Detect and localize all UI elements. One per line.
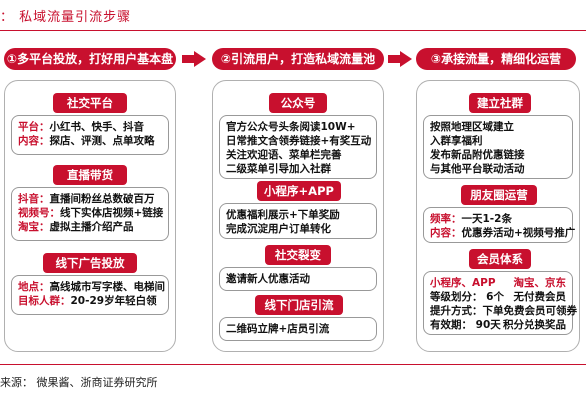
box-offline-store: 二维码立牌+店员引流 [219,317,377,341]
label-douyin: 抖音： [18,193,50,205]
box-social-platform: 平台：小红书、快手、抖音 内容：探店、评测、点单攻略 [11,115,169,155]
membership-row-1-left: 等级划分： 6个 [430,291,504,303]
pill-community: 建立社群 [469,93,531,113]
pill-membership: 会员体系 [469,249,531,269]
arrow-right-icon [388,51,412,67]
community-line-2: 入群享福利 [430,135,483,147]
pill-social-platform: 社交平台 [53,93,127,113]
value-target-audience: 20-29岁年轻白领 [70,295,157,307]
panel-refined-operation: 建立社群 按照地理区域建立 入群享福利 发布新品附优惠链接 与其他平台联动活动 … [416,80,580,352]
membership-row-3-left: 有效期： 90天 [430,319,501,331]
community-line-4: 与其他平台联动活动 [430,163,525,175]
official-line-1: 官方公众号头条阅读10W+ [226,121,356,133]
pill-offline-store: 线下门店引流 [255,295,343,315]
pill-official-account: 公众号 [269,93,327,113]
step-3-banner: ③承接流量，精细化运营 [416,48,576,70]
membership-row-1-right: 无付费会员 [513,291,567,303]
official-line-2: 日常推文含领券链接+有奖互动 [226,135,372,147]
official-line-3: 关注欢迎语、菜单栏完善 [226,149,342,161]
label-content: 内容： [18,135,50,147]
official-line-4: 二级菜单引导加入社群 [226,163,331,175]
label-channels: 视频号： [18,207,60,219]
pill-live-commerce: 直播带货 [53,165,127,185]
label-moments-content: 内容： [430,227,462,239]
membership-row-2-left: 提升方式：下单 [430,305,504,317]
value-platform: 小红书、快手、抖音 [49,121,145,133]
miniapp-line-2: 完成沉淀用户订单转化 [226,223,331,235]
panel-multi-platform: 社交平台 平台：小红书、快手、抖音 内容：探店、评测、点单攻略 直播带货 抖音：… [4,80,176,352]
value-content: 探店、评测、点单攻略 [49,135,155,147]
box-miniapp: 优惠福利展示+下单奖励 完成沉淀用户订单转化 [219,203,377,239]
bottom-divider [0,364,586,365]
miniapp-line-1: 优惠福利展示+下单奖励 [226,209,340,221]
fission-line-1: 邀请新人优惠活动 [226,273,310,285]
community-line-1: 按照地理区域建立 [430,121,514,133]
label-platform: 平台： [18,121,50,133]
box-membership: 小程序、APP 淘宝、京东 等级划分： 6个 无付费会员 提升方式：下单 免费会… [423,271,577,335]
pill-moments: 朋友圈运营 [461,185,537,205]
box-moments: 频率：一天1-2条 内容：优惠券活动+视频号推广 [423,207,576,243]
label-taobao: 淘宝： [18,221,50,233]
value-moments-content: 优惠券活动+视频号推广 [461,227,576,239]
box-official-account: 官方公众号头条阅读10W+ 日常推文含领券链接+有奖互动 关注欢迎语、菜单栏完善… [219,115,377,179]
membership-head-right: 淘宝、京东 [513,277,567,289]
step-2-banner: ②引流用户，打造私域流量池 [212,48,384,70]
membership-row-2-right: 免费会员可领券 [503,305,578,317]
top-divider [0,30,586,31]
arrow-right-icon [182,51,206,67]
pill-offline-ads: 线下广告投放 [43,253,137,273]
section-title: ： 私域流量引流步骤 [0,10,132,25]
label-frequency: 频率： [430,213,462,225]
value-location: 高线城市写字楼、电梯间 [49,281,166,293]
box-live-commerce: 抖音：直播间粉丝总数破百万 视频号：线下实体店视频+链接 淘宝：虚拟主播介绍产品 [11,187,169,241]
step-1-banner: ①多平台投放，打好用户基本盘 [4,48,176,70]
value-douyin: 直播间粉丝总数破百万 [49,193,155,205]
value-taobao: 虚拟主播介绍产品 [49,221,134,233]
membership-head-left: 小程序、APP [430,277,496,289]
box-offline-ads: 地点：高线城市写字楼、电梯间 目标人群：20-29岁年轻白领 [11,275,169,315]
pill-social-fission: 社交裂变 [265,245,331,265]
store-line-1: 二维码立牌+店员引流 [226,323,330,335]
value-channels: 线下实体店视频+链接 [60,207,164,219]
source-note: 来源： 微果酱、浙商证券研究所 [0,376,158,389]
box-social-fission: 邀请新人优惠活动 [219,267,377,291]
community-line-3: 发布新品附优惠链接 [430,149,525,161]
label-location: 地点： [18,281,50,293]
label-target-audience: 目标人群： [18,295,71,307]
pill-miniapp: 小程序+APP [257,181,341,201]
membership-row-3-right: 积分兑换奖品 [503,319,566,331]
value-frequency: 一天1-2条 [461,213,512,225]
box-community: 按照地理区域建立 入群享福利 发布新品附优惠链接 与其他平台联动活动 [423,115,573,179]
panel-private-pool: 公众号 官方公众号头条阅读10W+ 日常推文含领券链接+有奖互动 关注欢迎语、菜… [212,80,384,352]
